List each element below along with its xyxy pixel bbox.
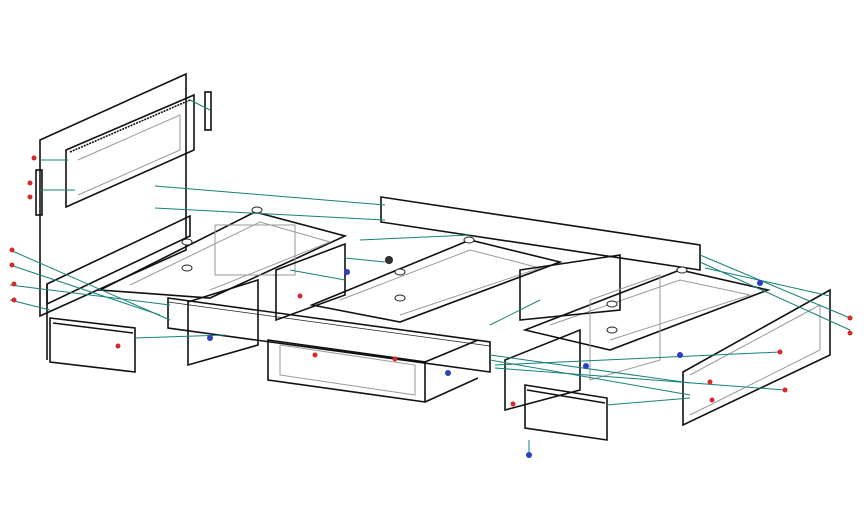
front-side-panel bbox=[167, 297, 491, 373]
screws bbox=[9, 155, 853, 407]
cutout-panel bbox=[519, 254, 621, 321]
headboard-panel bbox=[35, 72, 212, 318]
connector-lines bbox=[9, 99, 851, 455]
divider-panels bbox=[187, 242, 661, 412]
slat-frame-middle bbox=[309, 239, 563, 323]
cam-fittings bbox=[207, 269, 763, 458]
foot-end-panel bbox=[682, 288, 831, 427]
left-side-panel bbox=[46, 214, 191, 360]
drawer-front-left bbox=[49, 317, 136, 373]
back-side-panel bbox=[380, 196, 701, 271]
dowels bbox=[181, 206, 688, 334]
drawer-front-right bbox=[524, 384, 608, 441]
drawer-box bbox=[267, 339, 479, 403]
slat-frame-left bbox=[97, 211, 348, 299]
